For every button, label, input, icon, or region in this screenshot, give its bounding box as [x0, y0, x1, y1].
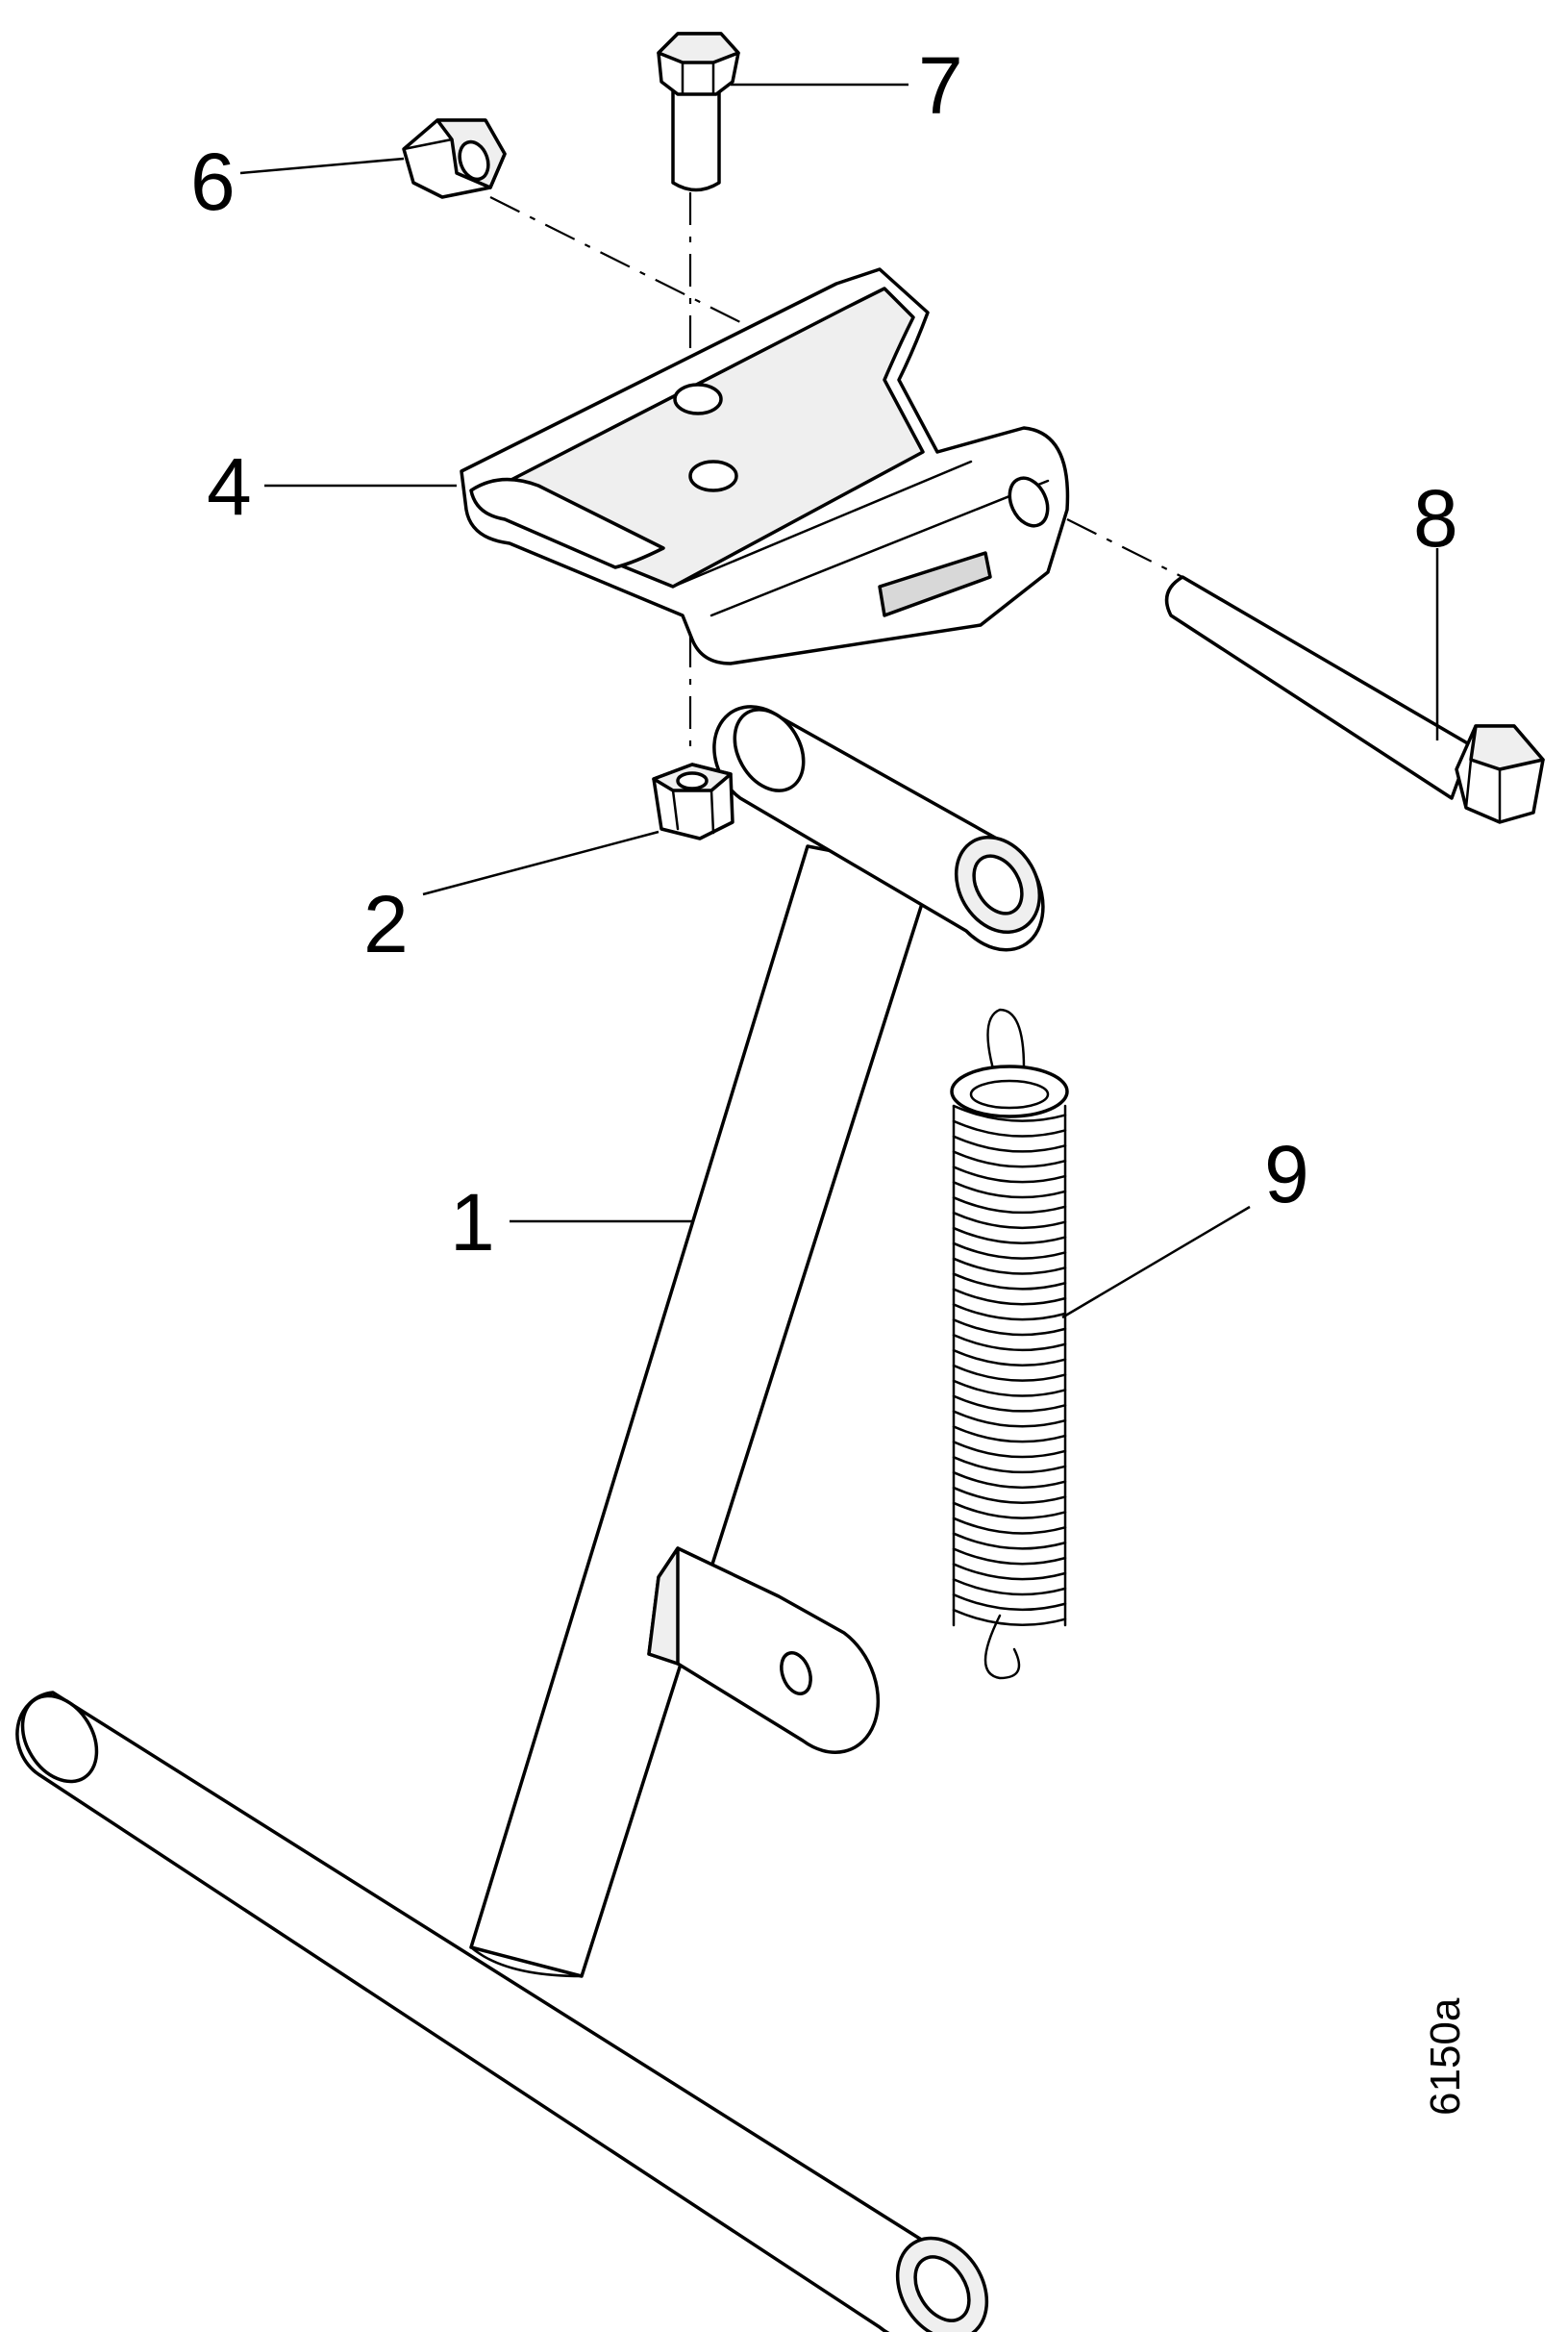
- spring-coil: [952, 1425, 1067, 1443]
- lever-stem: [469, 844, 934, 1978]
- bracket-bolt-hole-lower: [688, 460, 738, 492]
- spring-coil: [952, 1501, 1067, 1519]
- leader-9: [1061, 1205, 1251, 1319]
- bracket-pivot-hole: [1008, 476, 1050, 528]
- spring-coil: [952, 1226, 1067, 1244]
- bolt-7-shank: [671, 89, 721, 192]
- leader-6: [239, 157, 405, 175]
- foot-tube-bore: [913, 2255, 971, 2322]
- spring-coil: [952, 1333, 1067, 1352]
- part-4-bracket: [460, 267, 1070, 665]
- spring-coil: [952, 1608, 1067, 1626]
- callout-labels: 1 2 4 6 7 8 9: [190, 40, 1458, 1267]
- figure-id: 6150a: [1422, 1997, 1469, 2116]
- leader-2: [422, 830, 660, 896]
- callout-9: 9: [1264, 1129, 1309, 1219]
- spring-coil: [952, 1547, 1067, 1566]
- spring-coil: [952, 1150, 1067, 1168]
- spring-coil: [952, 1181, 1067, 1199]
- spring-coil: [952, 1119, 1067, 1138]
- bracket-front-edge: [709, 479, 1050, 617]
- bolt-8-head-face: [1469, 724, 1545, 771]
- spring-coil: [952, 1592, 1067, 1612]
- bracket-bolt-hole-upper: [673, 383, 723, 415]
- bolt-7-head-top: [657, 32, 740, 64]
- nut-6-edge: [402, 138, 454, 151]
- stem-weld-bottom: [469, 1945, 584, 1978]
- spring-coil: [952, 1257, 1067, 1275]
- spring-coil: [952, 1196, 1067, 1215]
- spring-coil: [952, 1211, 1067, 1230]
- spring-coil: [952, 1532, 1067, 1550]
- spring-coil: [952, 1364, 1067, 1382]
- callout-7: 7: [918, 40, 963, 131]
- nut-2-hole: [676, 771, 709, 790]
- spring-coil: [952, 1486, 1067, 1504]
- part-6-hex-nut: [402, 118, 507, 199]
- sleeve-end-left: [733, 708, 806, 792]
- spring-coil: [952, 1441, 1067, 1459]
- spring-coil: [952, 1166, 1067, 1184]
- leader-lines: [239, 83, 1439, 1319]
- tab-fold: [647, 1546, 680, 1666]
- part-1-lever: [15, 705, 1045, 2332]
- spring-coil: [952, 1288, 1067, 1306]
- spring-coil: [952, 1303, 1067, 1321]
- callout-8: 8: [1413, 473, 1458, 564]
- spring-bottom-hook: [983, 1614, 1021, 1680]
- bracket-tab: [878, 551, 992, 617]
- spring-top-coil-inner: [969, 1079, 1050, 1110]
- spring-coil: [952, 1241, 1067, 1260]
- spring-coil: [952, 1104, 1067, 1122]
- spring-coil: [952, 1578, 1067, 1596]
- sleeve-bore: [972, 854, 1024, 915]
- spring-coil: [952, 1470, 1067, 1490]
- spring-coil: [952, 1410, 1067, 1428]
- spring-coil: [952, 1318, 1067, 1337]
- lever-spring-tab: [647, 1546, 881, 1754]
- nut-6-hole: [458, 139, 490, 182]
- spring-coil: [952, 1272, 1067, 1291]
- part-2-hex-nut: [652, 763, 734, 840]
- foot-tube-end-left: [20, 1693, 99, 1784]
- part-7-bolt: [657, 32, 740, 192]
- lever-foot-tube: [15, 1691, 957, 2332]
- part-9-spring: [950, 1008, 1069, 1680]
- spring-coil: [952, 1563, 1067, 1581]
- nut-2-edge: [671, 789, 680, 831]
- callout-6: 6: [190, 137, 236, 227]
- callout-1: 1: [450, 1177, 495, 1267]
- bracket-slot: [469, 477, 665, 569]
- bolt-8-head-edge-2: [1464, 758, 1473, 810]
- callout-4: 4: [207, 441, 252, 532]
- bracket-fold-line: [671, 460, 973, 589]
- tab-hole: [780, 1651, 812, 1695]
- callout-2: 2: [363, 879, 409, 969]
- spring-top-hook: [986, 1008, 1026, 1093]
- spring-coil: [952, 1379, 1067, 1397]
- spring-coil: [952, 1135, 1067, 1153]
- axis-bolt-8-to-bracket: [1066, 518, 1183, 578]
- spring-coil: [952, 1517, 1067, 1535]
- bracket-top-face: [498, 287, 925, 589]
- spring-coil: [952, 1394, 1067, 1413]
- spring-coil: [952, 1348, 1067, 1367]
- part-8-bolt: [1164, 575, 1545, 824]
- bolt-8-shank: [1164, 575, 1473, 800]
- spring-coil: [952, 1456, 1067, 1474]
- nut-2-edge-2: [709, 789, 715, 835]
